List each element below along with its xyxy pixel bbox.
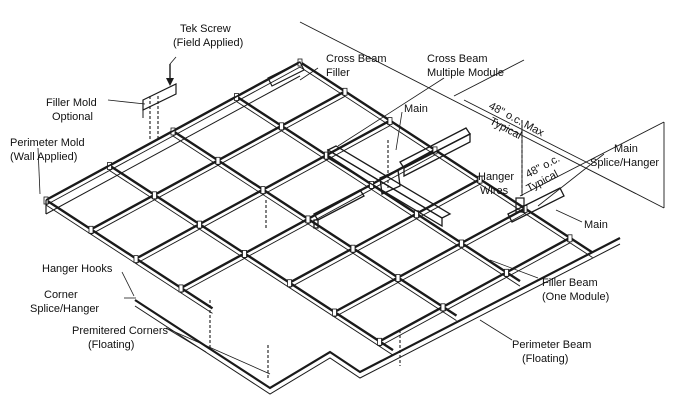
label-filler-mold: Filler Mold Optional [46,97,97,123]
label-main-top: Main [404,103,428,115]
hanger-wires [149,96,523,378]
label-perimeter-mold: Perimeter Mold (Wall Applied) [10,137,85,163]
label-line: Filler Mold [46,97,97,109]
label-line: Filler Beam [542,277,598,289]
cross-beam-flange [45,204,213,314]
hanger-hook-icon [260,186,266,195]
hanger-hook-icon [567,234,573,243]
hanger-hook-icon [197,220,202,229]
label-line: Cross Beam [427,53,488,65]
filler-mold-piece [142,83,177,118]
label-line: Perimeter Mold [10,137,85,149]
label-line: Tek Screw [180,23,231,35]
hanger-hook-icon [395,274,401,282]
cross-beam [108,164,394,352]
cross-beam [299,60,594,254]
cross-beam [172,129,458,317]
hanger-hook-icon [287,279,292,288]
label-line: (Floating) [522,353,568,365]
label-cross-beam-filler: Cross Beam Filler [326,53,387,79]
perimeter-beam-outline [45,61,621,395]
hanger-hook-icon [242,249,247,258]
cross-beam-flange [299,66,593,258]
main-beam [378,236,571,343]
ceiling-grid [43,58,594,356]
hanger-hook-icon [332,308,337,317]
label-line: Optional [52,111,93,123]
hanger-hook-icon [377,337,382,346]
tek-screw-icon [166,64,174,86]
cross-beam-filler-piece [267,61,305,87]
label-filler-beam: Filler Beam (One Module) [542,277,609,303]
hanger-hook-icon [504,268,509,277]
main-beam [333,207,526,314]
label-cross-beam-multiple: Cross Beam Multiple Module [427,53,504,79]
hanger-hook-icon [215,156,221,165]
label-line: Filler [326,67,350,79]
hanger-hook-icon [387,117,393,125]
label-corner-splice: Corner Splice/Hanger [30,289,99,315]
label-line: (Field Applied) [173,37,243,49]
hanger-hook-icon [133,255,139,264]
label-line: Multiple Module [427,67,504,79]
main-splice-hanger-piece [507,187,565,223]
hanger-hook-icon [88,225,94,234]
label-line: Corner [44,289,78,301]
label-tek-screw: Tek Screw (Field Applied) [173,23,243,49]
label-line: (One Module) [542,291,609,303]
main-beam-flange [379,242,571,347]
label-line: Cross Beam [326,53,387,65]
hanger-hook-icon [152,191,157,200]
cross-beam-flange [109,170,394,356]
label-line: Wires [480,185,509,197]
hanger-hook-icon [342,87,348,96]
hanger-hook-icon [350,244,356,253]
label-line: Premitered Corners [72,325,168,337]
leader-lines [37,56,605,375]
label-line: (Wall Applied) [10,151,77,163]
cross-beam-flange [236,101,521,287]
label-hanger-wires: Hanger Wires [478,171,514,197]
hanger-hook-icon [305,215,311,224]
hanger-hook-icon [477,175,483,184]
hanger-hook-icon [178,284,184,293]
label-line: Splice/Hanger [30,303,99,315]
label-line: (Floating) [88,339,134,351]
main-beam [288,178,481,284]
hanger-hook-icon [440,303,446,312]
cross-beam [45,198,214,310]
cross-beam-multiple-module-piece [313,127,471,229]
label-main-right: Main [584,219,608,231]
main-beam-flange [334,213,526,318]
label-line: Perimeter Beam [512,339,591,351]
label-premitered-corners: Premitered Corners (Floating) [72,325,168,351]
label-main-splice: Main Splice/Hanger [590,143,659,169]
label-hanger-hooks: Hanger Hooks [42,263,113,275]
hanger-hook-icon [459,239,464,248]
main-beam-flange [289,183,481,289]
label-line: Splice/Hanger [590,157,659,169]
hanger-hook-icon [279,122,284,131]
label-line: Hanger [478,171,514,183]
label-line: Main [614,143,638,155]
label-perimeter-beam: Perimeter Beam (Floating) [512,339,591,365]
cross-beam [235,95,521,283]
